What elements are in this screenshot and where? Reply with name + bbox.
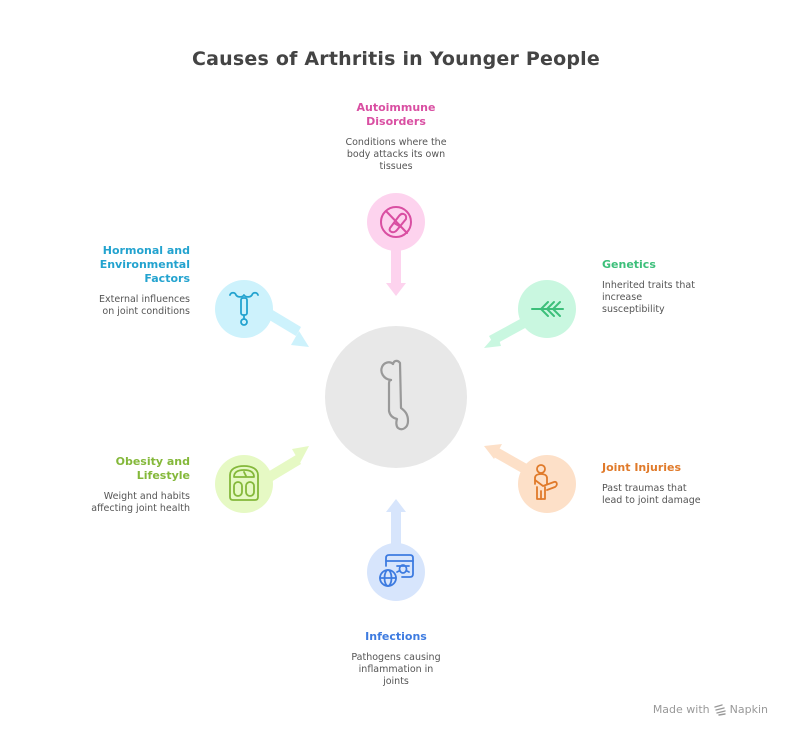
- description-line: body attacks its own: [346, 149, 446, 160]
- cause-hormonal: Hormonal and Environmental Factors Exter…: [40, 244, 190, 318]
- cause-description: Weight and habits affecting joint health: [40, 491, 190, 515]
- description-line: Weight and habits: [103, 491, 190, 502]
- cause-description: Inherited traits that increase susceptib…: [602, 280, 752, 316]
- heading-line: Infections: [365, 630, 427, 643]
- joint-bone-icon: [380, 359, 410, 431]
- heading-line: Factors: [144, 272, 190, 285]
- iud-icon: [229, 291, 259, 326]
- cause-obesity: Obesity and Lifestyle Weight and habits …: [40, 455, 190, 515]
- cause-description: Past traumas that lead to joint damage: [602, 483, 752, 507]
- cause-description: External influences on joint conditions: [40, 294, 190, 318]
- cause-infections: Infections Pathogens causing inflammatio…: [316, 630, 476, 688]
- globe-bug-icon: [379, 554, 414, 587]
- heading-line: Genetics: [602, 258, 656, 271]
- page-title: Causes of Arthritis in Younger People: [192, 48, 600, 70]
- description-line: affecting joint health: [91, 503, 190, 514]
- obesity-circle: [215, 455, 273, 513]
- description-line: Pathogens causing: [351, 652, 441, 663]
- made-with-napkin[interactable]: Made with Napkin: [653, 703, 768, 716]
- cause-heading: Infections: [316, 630, 476, 644]
- arrow-genetics: [484, 318, 527, 348]
- heading-line: Disorders: [366, 115, 426, 128]
- cause-description: Pathogens causing inflammation in joints: [316, 652, 476, 688]
- cause-heading: Joint Injuries: [602, 461, 752, 475]
- heading-line: Environmental: [99, 258, 190, 271]
- heading-line: Obesity and: [115, 455, 190, 468]
- arrow-hormonal: [266, 309, 309, 347]
- description-line: susceptibility: [602, 304, 665, 315]
- cause-heading: Autoimmune Disorders: [316, 101, 476, 129]
- cause-genetics: Genetics Inherited traits that increase …: [602, 258, 752, 316]
- cause-heading: Genetics: [602, 258, 752, 272]
- hormonal-circle: [215, 280, 273, 338]
- infections-circle: [367, 543, 425, 601]
- dna-branch-icon: [531, 301, 564, 317]
- cause-heading: Hormonal and Environmental Factors: [40, 244, 190, 286]
- arrow-obesity: [266, 446, 309, 482]
- description-line: increase: [602, 292, 643, 303]
- made-with-text: Made with: [652, 703, 710, 716]
- cause-autoimmune: Autoimmune Disorders Conditions where th…: [316, 101, 476, 173]
- description-line: Inherited traits that: [602, 280, 695, 291]
- napkin-brand: Napkin: [729, 703, 768, 716]
- description-line: External influences: [99, 294, 190, 305]
- description-line: tissues: [379, 161, 413, 172]
- cause-heading: Obesity and Lifestyle: [40, 455, 190, 483]
- heading-line: Hormonal and: [102, 244, 190, 257]
- description-line: lead to joint damage: [602, 495, 701, 506]
- center-circle: [325, 326, 467, 468]
- heading-line: Joint Injuries: [602, 461, 682, 474]
- arrow-infections: [386, 499, 406, 546]
- description-line: on joint conditions: [102, 306, 190, 317]
- weight-scale-icon: [229, 465, 259, 501]
- arrow-autoimmune: [386, 248, 406, 296]
- injured-person-icon: [534, 464, 558, 500]
- heading-line: Autoimmune: [356, 101, 436, 114]
- napkin-logo-icon: [713, 703, 726, 716]
- arrow-joint-injuries: [484, 444, 527, 473]
- cause-joint-injuries: Joint Injuries Past traumas that lead to…: [602, 461, 752, 507]
- cause-description: Conditions where the body attacks its ow…: [316, 137, 476, 173]
- no-pill-icon: [380, 206, 412, 238]
- description-line: inflammation in: [358, 664, 434, 675]
- description-line: Conditions where the: [345, 137, 447, 148]
- description-line: Past traumas that: [602, 483, 687, 494]
- heading-line: Lifestyle: [136, 469, 190, 482]
- description-line: joints: [383, 676, 409, 687]
